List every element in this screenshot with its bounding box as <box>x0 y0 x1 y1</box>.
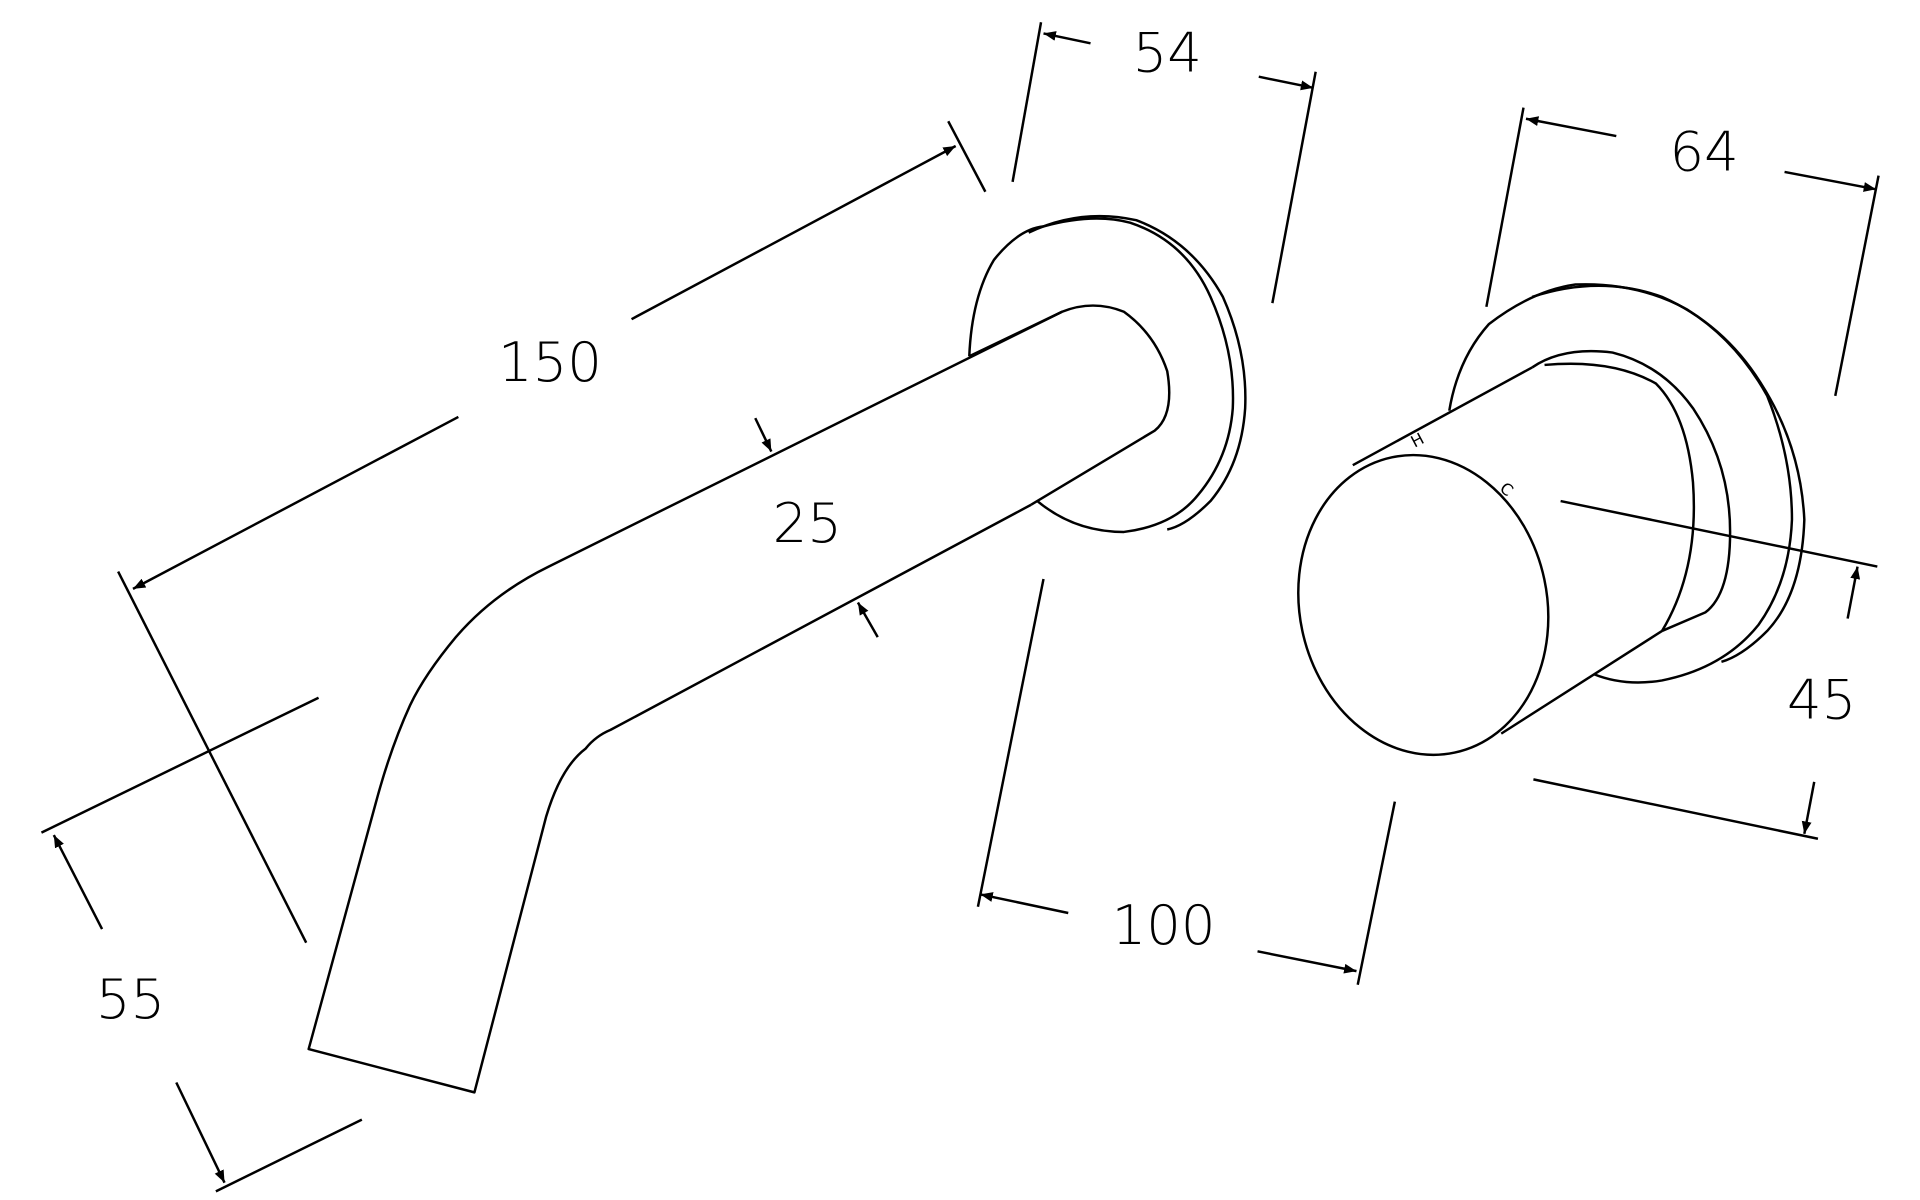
handle: H C <box>1297 283 1806 757</box>
dim-handle-diameter: 45 <box>1787 668 1856 732</box>
dim-spout-depth: 54 <box>1133 21 1202 85</box>
spout-wall-plate <box>968 214 1247 534</box>
hot-mark: H <box>1408 429 1428 451</box>
dimension-lines <box>40 22 1880 1193</box>
dim-spout-diameter: 25 <box>773 491 842 555</box>
spout <box>307 304 1171 1094</box>
dim-spout-length: 150 <box>498 330 602 394</box>
dim-handle-depth: 64 <box>1669 120 1738 184</box>
dim-spout-height: 55 <box>96 967 165 1031</box>
cold-mark: C <box>1496 478 1517 500</box>
dim-centre-distance: 100 <box>1112 893 1216 957</box>
